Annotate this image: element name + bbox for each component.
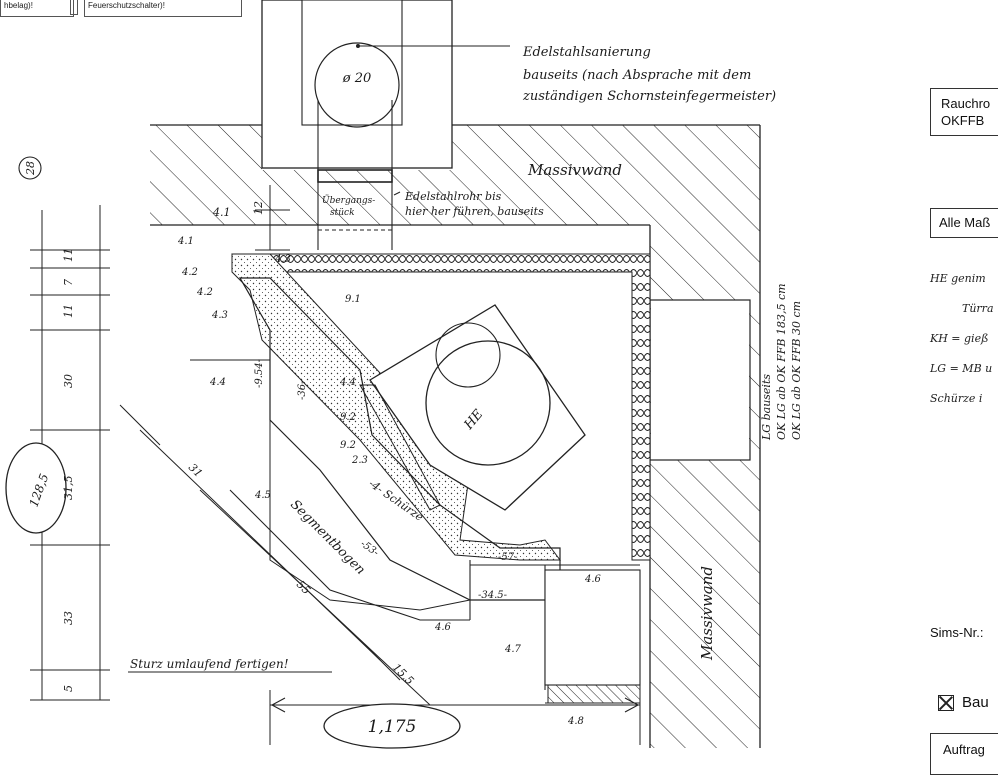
part-label-1: 4.1 bbox=[177, 236, 194, 247]
inner-dim-2: -36- bbox=[297, 380, 308, 400]
side-note-4: LG = MB u bbox=[930, 362, 993, 375]
segment-arc bbox=[229, 489, 470, 621]
top-dim-1: 4.1 bbox=[212, 206, 231, 219]
wall-top-hatch bbox=[150, 125, 760, 748]
total-width-ellipse bbox=[323, 703, 461, 749]
inner-dim-4: -34.5- bbox=[478, 590, 508, 601]
vertical-note-1: LG bauseits bbox=[760, 374, 773, 441]
info-box-dimensions-label: Alle Maß bbox=[939, 215, 991, 230]
bau-checkbox-row[interactable]: Bau bbox=[938, 694, 989, 712]
flue-inner bbox=[301, 0, 403, 126]
flue-diameter-label: ø 20 bbox=[342, 71, 372, 86]
part-label-8: 9.1 bbox=[345, 294, 361, 305]
part-label-6: 4.4 bbox=[209, 377, 226, 388]
wall-top-label: Massivwand bbox=[527, 161, 622, 179]
sims-number-label: Sims-Nr.: bbox=[930, 625, 984, 640]
wall-right-label: Massivwand bbox=[698, 566, 716, 661]
header-field-divider bbox=[70, 0, 78, 15]
part-labels: 4.1 4.2 4.2 4.3 4.3 4.4 4.4 9.1 9.2 9.2 … bbox=[177, 236, 602, 727]
heating-insert-box bbox=[369, 304, 586, 511]
segment-label: Segmentbogen bbox=[287, 497, 368, 578]
side-note-1: HE genim bbox=[930, 272, 986, 285]
info-box-dimensions: Alle Maß bbox=[930, 208, 998, 238]
base-block bbox=[544, 569, 641, 686]
total-width-label: 1,175 bbox=[368, 717, 417, 737]
pipe-note-2: hier her führen, bauseits bbox=[405, 205, 544, 218]
flue-circle bbox=[314, 42, 400, 128]
part-label-12: 4.5 bbox=[254, 490, 271, 501]
bau-checkbox-label: Bau bbox=[962, 694, 989, 711]
wall-right-clear bbox=[651, 300, 749, 460]
left-dim-7: 5 bbox=[62, 685, 75, 692]
inner-dim-5: -57- bbox=[498, 552, 518, 563]
left-dim-3: 11 bbox=[62, 304, 75, 318]
left-dim-6: 33 bbox=[62, 611, 75, 625]
part-label-16: 4.6 bbox=[584, 574, 602, 585]
top-dim-2: 12 bbox=[252, 201, 265, 215]
part-label-5: 4.3 bbox=[211, 310, 228, 321]
heating-insert-flue bbox=[435, 322, 501, 388]
info-box-order: Auftrag bbox=[930, 733, 998, 775]
left-dimension-labels: 11 7 11 30 31,5 33 5 bbox=[62, 248, 75, 692]
part-label-4: 4.3 bbox=[274, 254, 291, 265]
left-dim-5: 31,5 bbox=[62, 476, 75, 501]
total-height-ellipse bbox=[5, 442, 67, 534]
vertical-note-3: OK LG ab OK FFB 30 cm bbox=[790, 301, 803, 440]
header-field-right: Feuerschutzschalter)! bbox=[84, 0, 242, 17]
heating-insert-circle bbox=[425, 340, 551, 466]
info-box-flue-line2: OKFFB bbox=[941, 113, 985, 128]
header-field-left: hbelag)! bbox=[0, 0, 74, 17]
info-box-flue-line1: Rauchro bbox=[941, 96, 991, 111]
pipe-note-1: Edelstahlrohr bis bbox=[404, 190, 502, 203]
base-hatch bbox=[547, 684, 641, 704]
part-label-10: 9.2 bbox=[340, 440, 356, 451]
inner-dim-3: -53- bbox=[358, 538, 381, 559]
part-label-15: 4.8 bbox=[567, 716, 584, 727]
part-label-3: 4.2 bbox=[196, 287, 213, 298]
inner-dim-1: -9.54- bbox=[254, 358, 265, 388]
part-label-2: 4.2 bbox=[181, 267, 198, 278]
note-stainless-2: bauseits (nach Absprache mit dem bbox=[523, 68, 751, 83]
side-note-5: Schürze i bbox=[930, 392, 983, 405]
part-label-11: 2.3 bbox=[351, 455, 368, 466]
transition-piece-2: stück bbox=[330, 208, 355, 218]
left-dim-2: 7 bbox=[62, 279, 75, 286]
part-label-7: 4.4 bbox=[339, 377, 356, 388]
checkbox-checked-icon[interactable] bbox=[938, 695, 954, 712]
transition-piece-1: Übergangs- bbox=[322, 194, 375, 206]
note-stainless-3: zuständigen Schornsteinfegermeister) bbox=[522, 89, 776, 104]
part-label-14: 4.7 bbox=[504, 644, 522, 655]
left-dim-1: 11 bbox=[62, 248, 75, 262]
left-dim-4: 30 bbox=[62, 374, 75, 388]
part-label-9: 9.2 bbox=[340, 412, 356, 423]
side-note-3: KH = gieß bbox=[930, 332, 989, 345]
firebox-lower bbox=[190, 359, 471, 611]
vertical-note-2: OK LG ab OK FFB 183,5 cm bbox=[775, 283, 788, 440]
info-box-order-label: Auftrag bbox=[943, 742, 985, 757]
side-note-2: Türra bbox=[962, 302, 994, 315]
part-label-13: 4.6 bbox=[434, 622, 452, 633]
info-box-flue: Rauchro OKFFB bbox=[930, 88, 998, 136]
footer-note: Sturz umlaufend fertigen! bbox=[130, 657, 289, 671]
sheet-number: 28 bbox=[24, 161, 37, 176]
transition-piece bbox=[317, 169, 393, 183]
note-stainless-1: Edelstahlsanierung bbox=[522, 45, 651, 60]
